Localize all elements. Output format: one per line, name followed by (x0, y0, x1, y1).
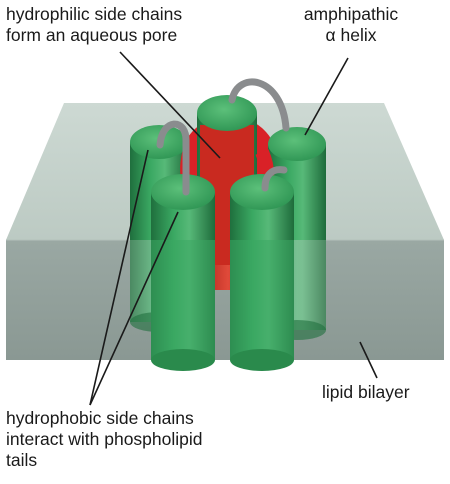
leader-lines (89, 51, 378, 406)
label-hydrophobic-side-chains: hydrophobic side chains interact with ph… (6, 408, 203, 470)
alpha-helix-front-right (230, 174, 294, 371)
alpha-helix-front-left (151, 174, 215, 371)
label-hydrophilic-pore: hydrophilic side chains form an aqueous … (6, 4, 183, 45)
connecting-loops (156, 78, 290, 196)
label-amphipathic-helix: amphipathic α helix (303, 4, 399, 45)
label-lipid-bilayer: lipid bilayer (322, 382, 410, 402)
